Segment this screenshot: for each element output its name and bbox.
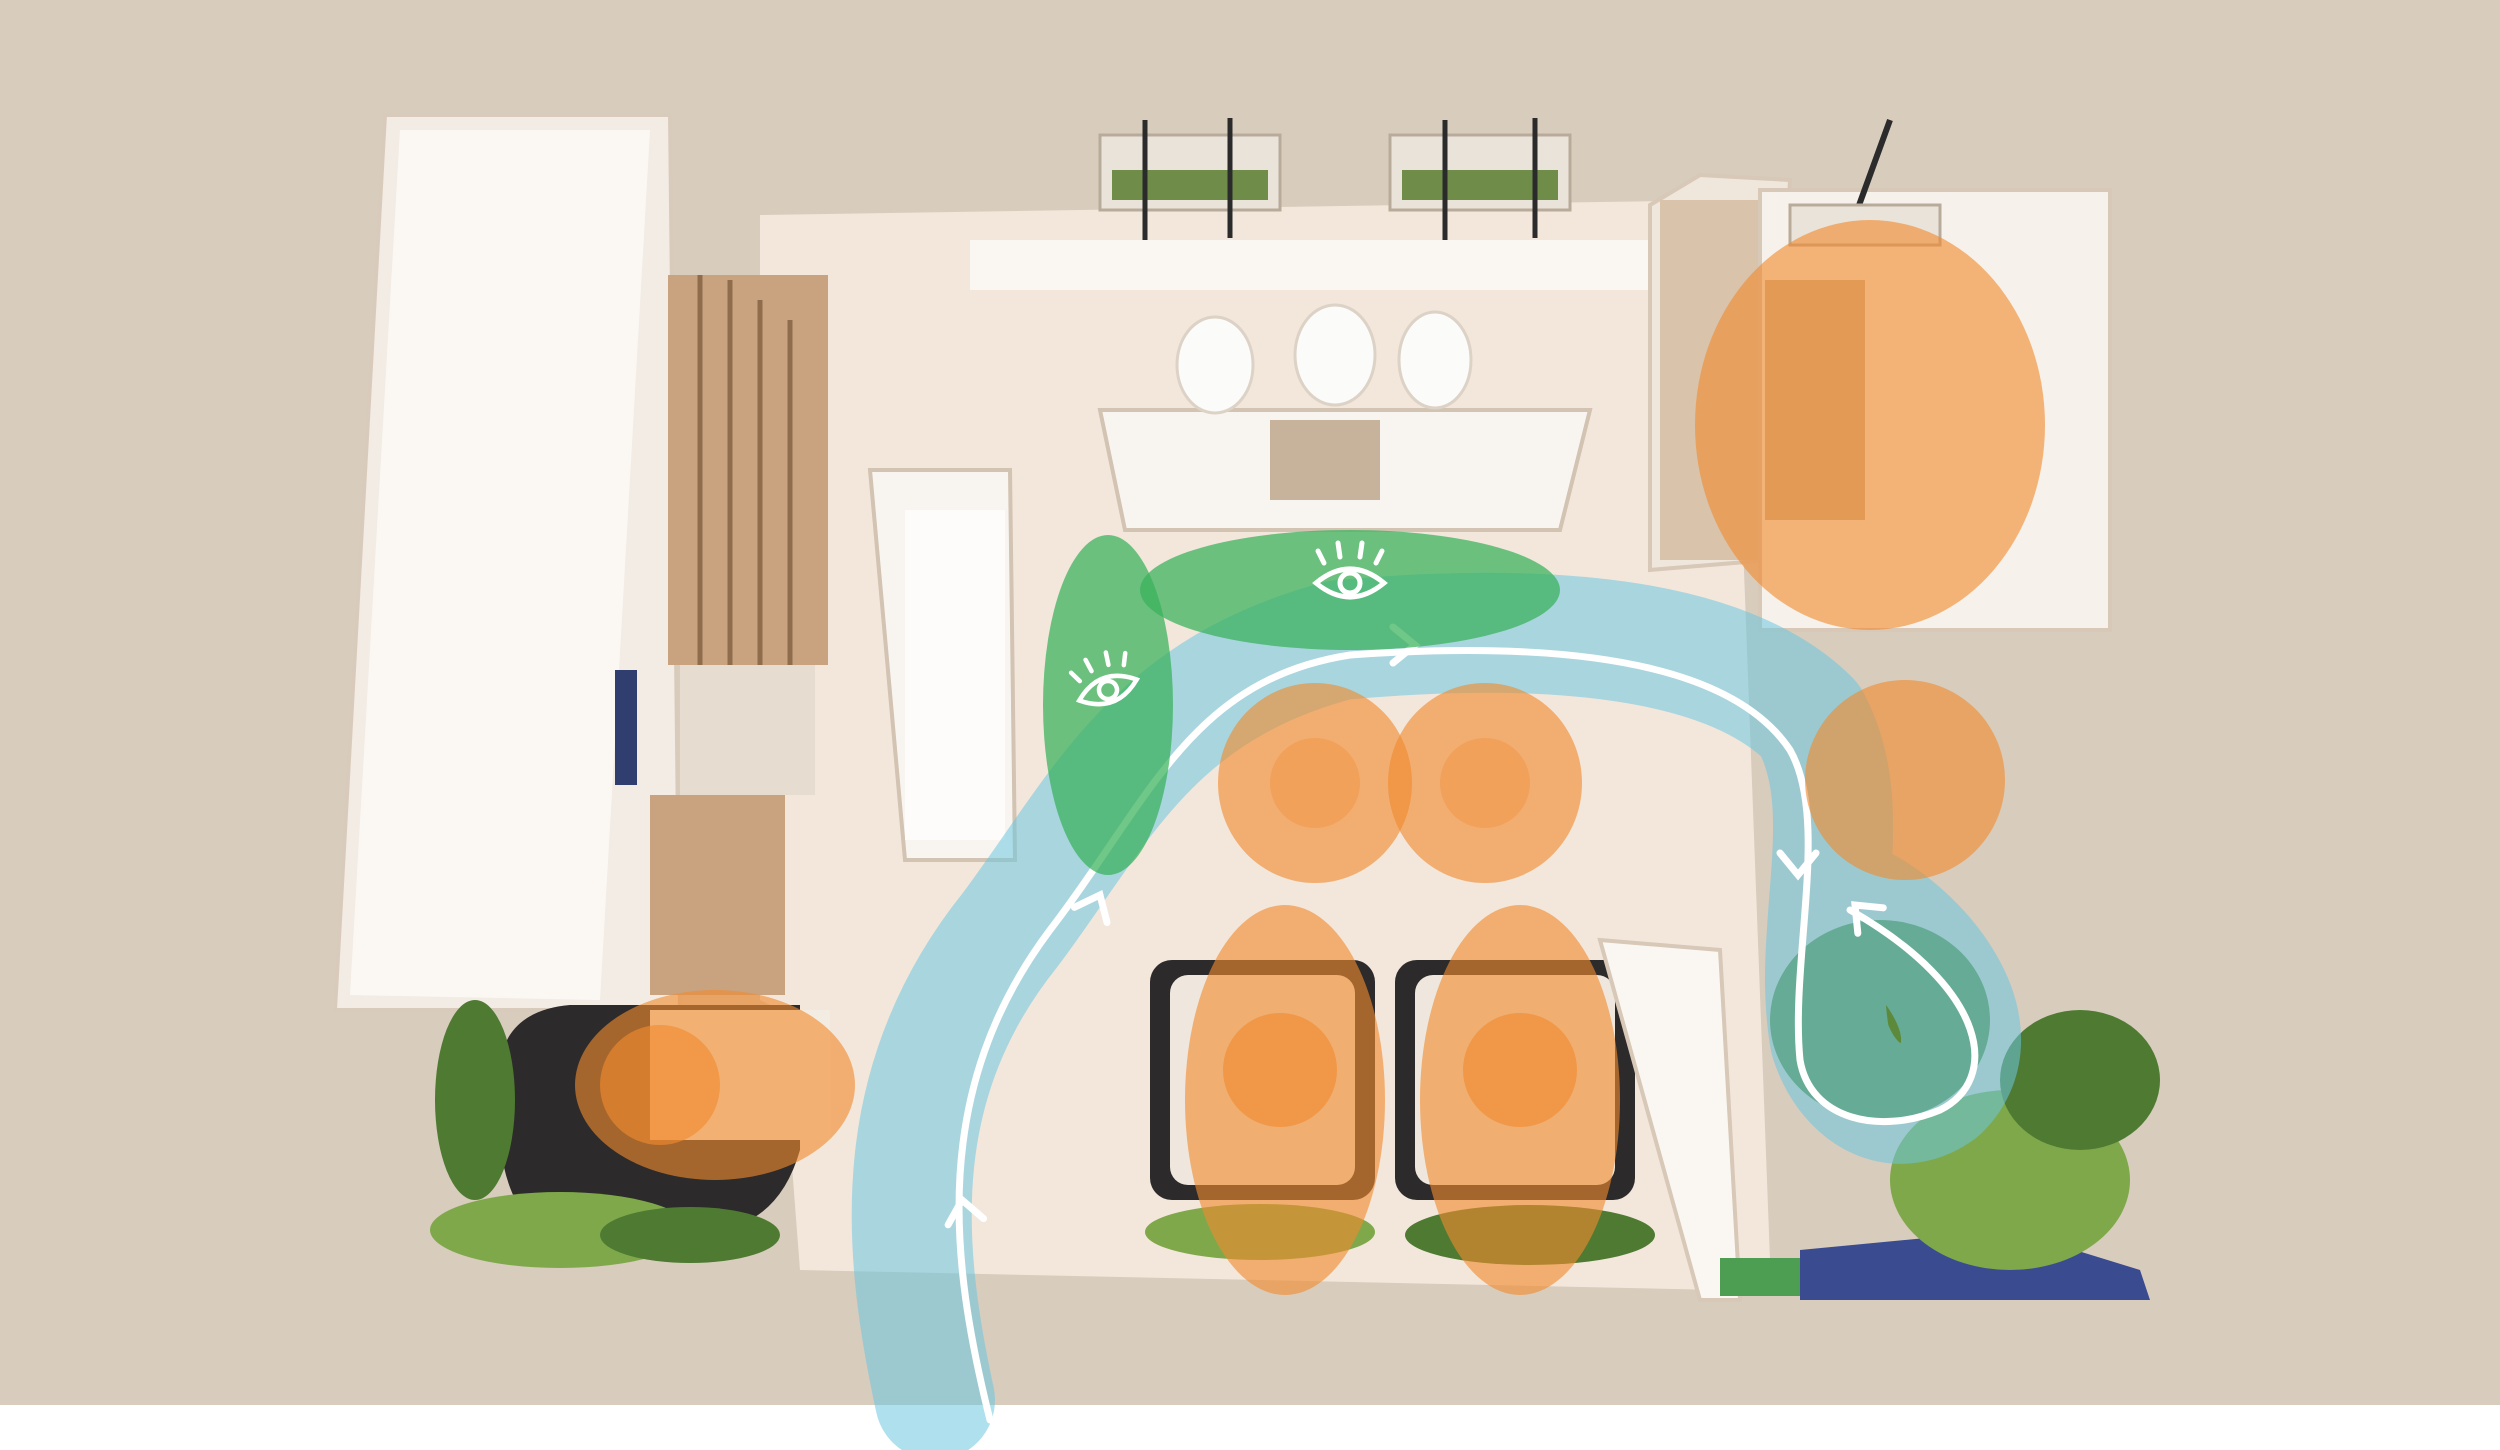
counter-left bbox=[680, 665, 815, 795]
shelf-dividers bbox=[697, 275, 793, 665]
back-shelving bbox=[668, 275, 828, 665]
circulation-path-line bbox=[955, 647, 1979, 1424]
planter-left bbox=[430, 1000, 780, 1268]
left-wall-top bbox=[350, 130, 650, 1000]
zone-pod-2-core bbox=[1463, 1013, 1577, 1127]
arrowhead-icon bbox=[1070, 889, 1111, 927]
view-zone-top bbox=[1140, 530, 1560, 650]
corridor-partition bbox=[1597, 937, 1743, 1302]
arrowhead-icon bbox=[944, 1194, 988, 1229]
circulation-flow-band bbox=[851, 572, 2021, 1450]
wall-painting-2 bbox=[1388, 118, 1572, 240]
mannequin-busts bbox=[1175, 303, 1473, 415]
zone-reception-core bbox=[600, 1025, 720, 1145]
zone-pod-1-core bbox=[1223, 1013, 1337, 1127]
occupancy-zones bbox=[575, 220, 2045, 1295]
bottom-margin bbox=[0, 1405, 2500, 1450]
arrowhead-icon bbox=[1776, 849, 1820, 881]
dark-panel bbox=[615, 670, 637, 785]
prep-counter-top bbox=[905, 510, 1005, 840]
back-wall-shelf bbox=[970, 240, 1650, 290]
zone-meeting-room bbox=[1695, 220, 2045, 630]
arrowhead-icon bbox=[1851, 901, 1887, 937]
zone-table-2 bbox=[1388, 683, 1582, 883]
display-products bbox=[1270, 420, 1380, 500]
green-floor-tiles bbox=[1720, 1258, 1810, 1296]
wall-painting-1 bbox=[1098, 118, 1282, 240]
occupancy-cores bbox=[1270, 738, 1530, 828]
zone-side-seat bbox=[1805, 680, 2005, 880]
lower-shelving bbox=[650, 795, 785, 995]
zone-table-1 bbox=[1218, 683, 1412, 883]
